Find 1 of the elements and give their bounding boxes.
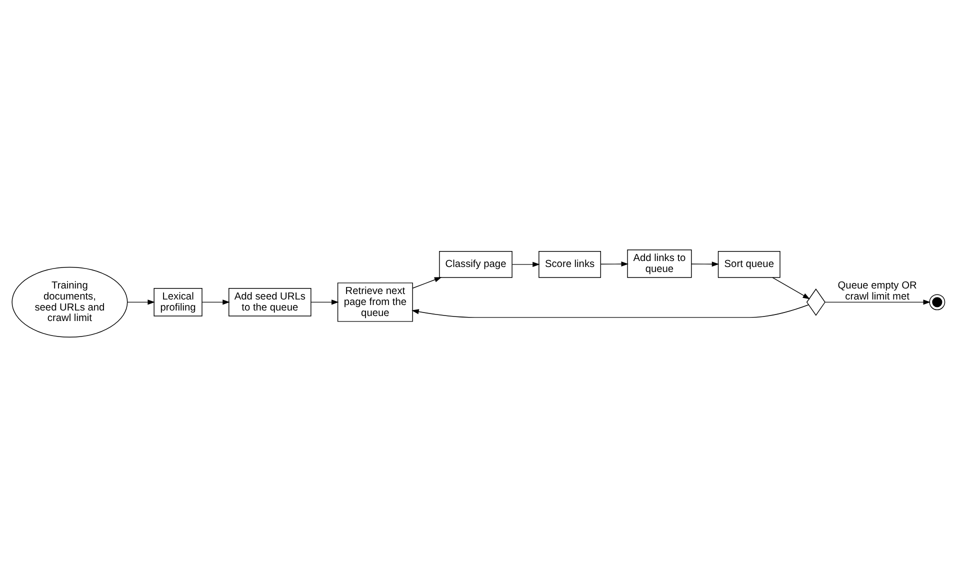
edge-label: Queue empty OR crawl limit met	[838, 280, 917, 302]
